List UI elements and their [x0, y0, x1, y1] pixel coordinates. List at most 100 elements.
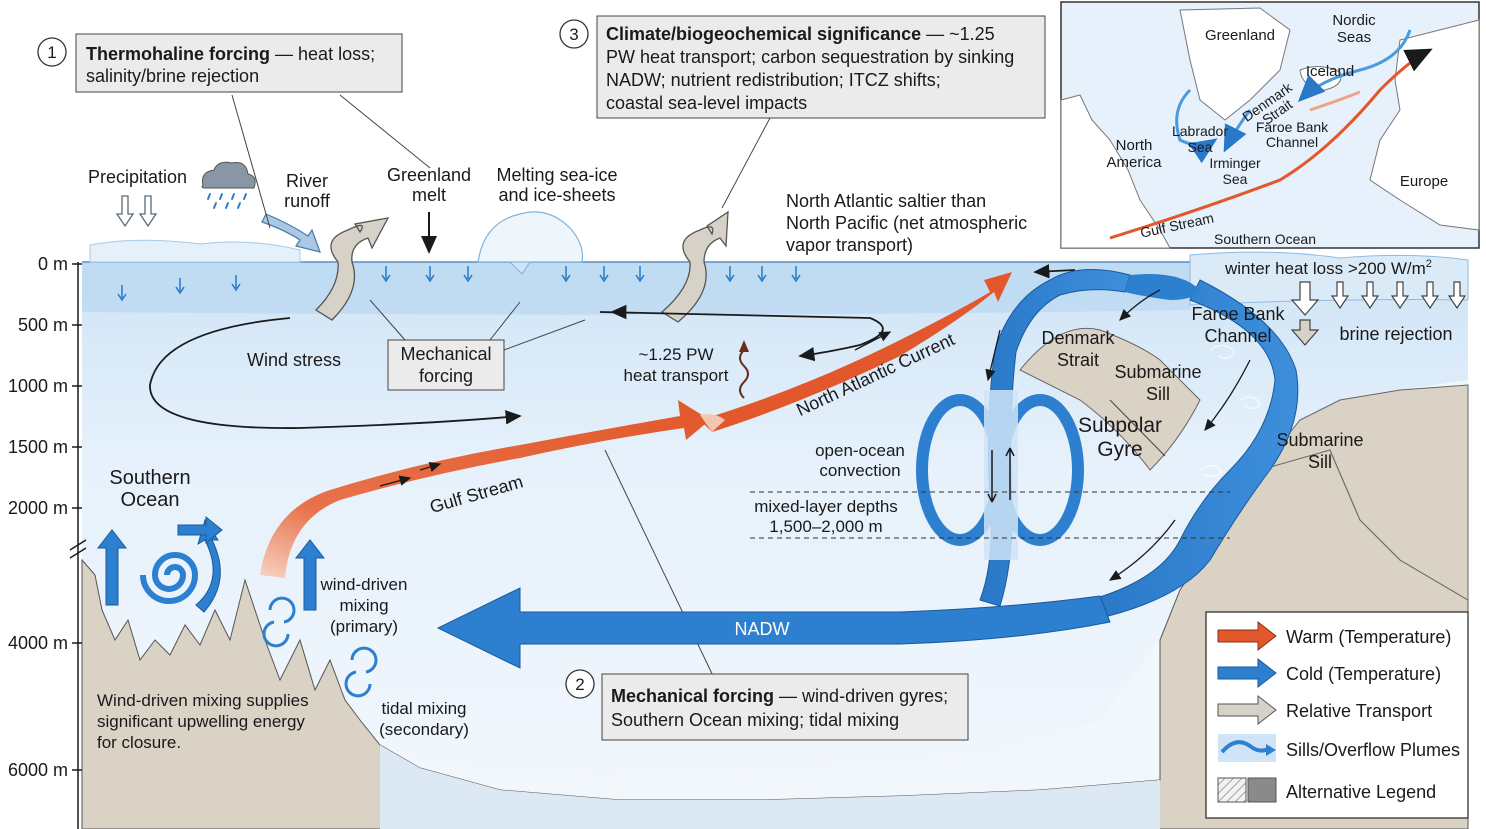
callout3-line4: coastal sea-level impacts: [606, 93, 807, 113]
melting-ice-label-2: and ice-sheets: [498, 185, 615, 205]
submarine-sill-2-label-2: Sill: [1308, 452, 1332, 472]
warm-arrow-icon: [1217, 620, 1277, 652]
legend-overflow-label: Sills/Overflow Plumes: [1286, 740, 1460, 760]
faroe-sill: [1258, 384, 1469, 601]
map-nordic-label-1: Nordic: [1332, 12, 1376, 29]
map-irminger-label-1: Irminger: [1209, 155, 1261, 171]
map-north-america-label-2: America: [1106, 154, 1162, 171]
closure-note-line-1: Wind-driven mixing supplies: [97, 691, 309, 710]
gulf-stream-flow-ticks: [379, 331, 892, 487]
mechanical-forcing-label-1: Mechanical: [400, 344, 491, 364]
transport-arrow-icon-1: [314, 217, 390, 321]
overflow-plume-icon: [1218, 734, 1276, 762]
depth-label-6000: 6000 m: [8, 760, 68, 780]
depth-label-1500: 1500 m: [8, 437, 68, 457]
open-ocean-convection-label-2: convection: [819, 461, 900, 480]
depth-label-4000: 4000 m: [8, 633, 68, 653]
map-faroe-label-2: Channel: [1266, 134, 1318, 150]
heat-loss-arrows-icon: [1290, 281, 1467, 346]
hatched-swatch-icon: [1217, 777, 1277, 803]
depth-axis: 0 m 500 m 1000 m 1500 m 2000 m 4000 m 60…: [8, 254, 87, 780]
wind-gyre-loop: [149, 317, 522, 429]
callout-mechanical: 2 Mechanical forcing — wind-driven gyres…: [565, 669, 969, 741]
deep-ocean: [82, 380, 1468, 829]
submarine-sill-2-label-1: Submarine: [1276, 430, 1363, 450]
southern-ocean-upwelling-icon: [96, 515, 223, 613]
southern-ocean-label-1: Southern: [109, 467, 190, 489]
tidal-mixing-label-2: (secondary): [379, 720, 469, 739]
legend-transport-label: Relative Transport: [1286, 701, 1432, 721]
iceberg-icon: [477, 211, 584, 263]
map-gulf-stream-arrow: [1109, 48, 1433, 240]
wind-driven-mixing-label-2: mixing: [339, 596, 388, 615]
subpolar-gyre-label-1: Subpolar: [1078, 414, 1162, 437]
tidal-mixing-label-1: tidal mixing: [381, 699, 466, 718]
precipitation-label: Precipitation: [88, 167, 187, 187]
saltier-label-2: North Pacific (net atmospheric: [786, 213, 1027, 233]
map-southern-ocean-label: Southern Ocean: [1214, 231, 1316, 247]
map-nordic-label-2: Seas: [1337, 29, 1371, 46]
north-atlantic-current-arrow: [700, 272, 1012, 432]
submarine-sill-1-label-2: Sill: [1146, 384, 1170, 404]
map-faroe-label-1: Faroe Bank: [1256, 119, 1329, 135]
river-runoff-arrow-icon: [261, 213, 321, 253]
depth-label-500: 500 m: [18, 315, 68, 335]
saltier-label-3: vapor transport): [786, 235, 913, 255]
callout2-line2: Southern Ocean mixing; tidal mixing: [611, 710, 899, 730]
inset-map: Greenland Nordic Seas Iceland Denmark St…: [1060, 1, 1480, 249]
callout-climate: 3 Climate/biogeochemical significance — …: [559, 15, 1046, 119]
map-iceland-label: Iceland: [1306, 63, 1354, 80]
wind-mixing-upwelling-icon: [294, 539, 326, 611]
callout1-number: 1: [47, 43, 56, 62]
sea-ice-left: [89, 239, 301, 263]
greenland-melt-label-2: melt: [412, 185, 446, 205]
faroe-bank-label-2: Channel: [1204, 326, 1271, 346]
mixing-eddy-icon: [262, 596, 378, 698]
legend-alternative-label: Alternative Legend: [1286, 782, 1436, 802]
mixed-layer-label-2: 1,500–2,000 m: [769, 517, 882, 536]
callout3-line2: PW heat transport; carbon sequestration …: [606, 47, 1014, 67]
callout3-line1: Climate/biogeochemical significance — ~1…: [606, 24, 995, 44]
denmark-strait-label-1: Denmark: [1041, 328, 1115, 348]
mechanical-loop: [599, 311, 884, 362]
denmark-strait-label-2: Strait: [1057, 350, 1099, 370]
heat-squiggle-icon: [739, 349, 749, 399]
mechanical-forcing-box: Mechanical forcing: [369, 299, 586, 391]
map-labrador-label-2: Sea: [1188, 139, 1213, 155]
callout2-line1: Mechanical forcing — wind-driven gyres;: [611, 686, 948, 706]
map-nordic-cold-arrow: [1297, 29, 1412, 103]
map-labrador-label-1: Labrador: [1172, 123, 1228, 139]
mixed-layer-label-1: mixed-layer depths: [754, 497, 898, 516]
winter-heat-loss-label: winter heat loss >200 W/m2: [1224, 258, 1432, 278]
wind-driven-mixing-label-1: wind-driven: [320, 575, 408, 594]
callout2-number: 2: [575, 675, 584, 694]
gulf-stream-arrow: [260, 400, 710, 578]
map-greenland-label: Greenland: [1205, 27, 1275, 44]
legend: Warm (Temperature) Cold (Temperature) Re…: [1205, 611, 1469, 819]
legend-cold-label: Cold (Temperature): [1286, 664, 1441, 684]
abyssal-plain: [380, 745, 1160, 829]
heat-transport-label-2: heat transport: [624, 366, 729, 385]
map-irminger-label-2: Sea: [1223, 171, 1248, 187]
precipitation-arrows-icon: [115, 195, 158, 228]
wind-stress-label: Wind stress: [247, 350, 341, 370]
depth-label-1000: 1000 m: [8, 376, 68, 396]
river-runoff-label-1: River: [286, 171, 328, 191]
legend-warm-label: Warm (Temperature): [1286, 627, 1451, 647]
map-labrador-cold-arrow: [1175, 88, 1218, 164]
nadw-arrow: [436, 587, 1111, 669]
closure-note-line-3: for closure.: [97, 733, 181, 752]
heat-transport-label-1: ~1.25 PW: [638, 345, 713, 364]
subpolar-gyre-label-2: Gyre: [1097, 438, 1143, 461]
callout3-line3: NADW; nutrient redistribution; ITCZ shif…: [606, 70, 941, 90]
cold-arrow-icon: [1217, 657, 1277, 689]
faroe-bank-label-1: Faroe Bank: [1191, 304, 1285, 324]
depth-label-2000: 2000 m: [8, 498, 68, 518]
saltier-label-1: North Atlantic saltier than: [786, 191, 986, 211]
callout-thermohaline: 1 Thermohaline forcing — heat loss; sali…: [37, 33, 403, 93]
surface-flux-arrows: [117, 266, 801, 302]
map-greenland: [1179, 7, 1291, 121]
overflow-flow-arrows: [985, 289, 1251, 581]
depth-label-0: 0 m: [38, 254, 68, 274]
